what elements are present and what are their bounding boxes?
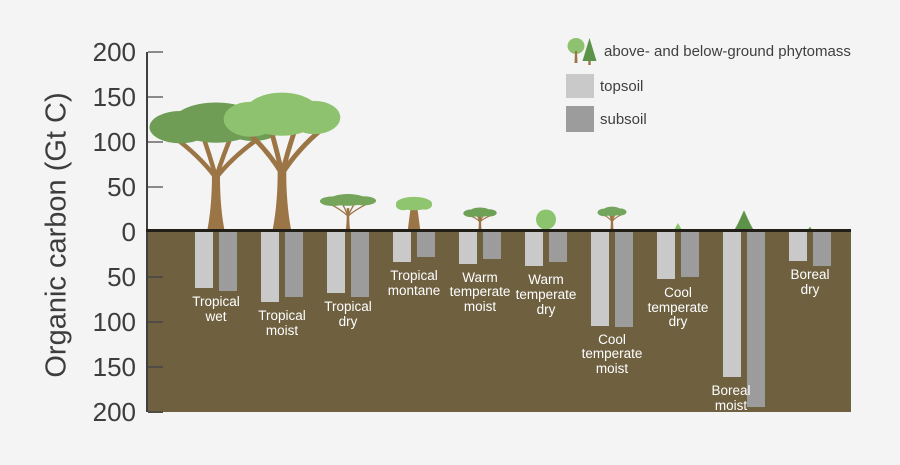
subsoil-bar-boreal-moist — [747, 232, 765, 407]
category-label-tropical-wet: Tropical wet — [192, 293, 240, 324]
tick-label: 150 — [92, 352, 136, 382]
subsoil-bar-boreal-dry — [813, 232, 831, 267]
topsoil-bar-boreal-dry — [789, 232, 807, 261]
y-axis-line — [146, 52, 148, 412]
category-label-boreal-dry: Boreal dry — [790, 266, 830, 297]
category-label-tropical-dry: Tropical dry — [324, 299, 372, 330]
tick-label: 0 — [121, 217, 136, 247]
topsoil-bar-cool-temperate-dry — [657, 232, 675, 279]
tick-label: 100 — [92, 307, 136, 337]
tick-mark — [148, 141, 163, 143]
ground-line — [146, 229, 851, 232]
tree-tropical-dry — [319, 194, 377, 232]
tick-label: 200 — [92, 37, 136, 67]
tick-mark — [148, 51, 163, 53]
tick-mark — [148, 276, 163, 278]
subsoil-swatch — [566, 106, 594, 132]
tick-mark — [148, 186, 163, 188]
subsoil-bar-tropical-montane — [417, 232, 435, 258]
phytomass-trees-icon — [567, 38, 597, 65]
tick-label: 200 — [92, 397, 136, 427]
subsoil-bar-warm-temperate-dry — [549, 232, 567, 262]
topsoil-bar-tropical-dry — [327, 232, 345, 294]
topsoil-swatch — [566, 74, 594, 98]
topsoil-bar-warm-temperate-moist — [459, 232, 477, 264]
tick-mark — [148, 366, 163, 368]
tick-mark — [148, 321, 163, 323]
tick-mark — [148, 411, 163, 413]
tick-label: 50 — [107, 172, 136, 202]
topsoil-bar-tropical-wet — [195, 232, 213, 288]
category-label-boreal-moist: Boreal moist — [711, 382, 751, 413]
subsoil-bar-tropical-wet — [219, 232, 237, 292]
category-label-cool-temperate-dry: Cool temperate dry — [647, 284, 709, 330]
tree-tropical-montane — [396, 196, 432, 232]
topsoil-bar-warm-temperate-dry — [525, 232, 543, 267]
tree-tropical-wet — [149, 102, 283, 232]
tick-label: 100 — [92, 127, 136, 157]
legend-subsoil-label: subsoil — [600, 110, 647, 128]
category-label-tropical-montane: Tropical montane — [387, 267, 441, 298]
category-label-cool-temperate-moist: Cool temperate moist — [581, 331, 643, 377]
subsoil-bar-cool-temperate-moist — [615, 232, 633, 328]
legend-row-phytomass: above- and below-ground phytomass — [566, 36, 851, 66]
topsoil-bar-tropical-montane — [393, 232, 411, 262]
tree-tropical-moist — [223, 92, 341, 232]
subsoil-bar-tropical-moist — [285, 232, 303, 297]
category-label-tropical-moist: Tropical moist — [258, 308, 306, 339]
legend-row-subsoil: subsoil — [566, 106, 851, 132]
category-label-warm-temperate-moist: Warm temperate moist — [449, 269, 511, 315]
subsoil-bar-warm-temperate-moist — [483, 232, 501, 259]
tick-mark — [148, 96, 163, 98]
legend: above- and below-ground phytomass topsoi… — [566, 36, 851, 132]
legend-topsoil-label: topsoil — [600, 77, 644, 95]
subsoil-bar-tropical-dry — [351, 232, 369, 297]
subsoil-bar-cool-temperate-dry — [681, 232, 699, 277]
legend-phytomass-label: above- and below-ground phytomass — [604, 42, 851, 60]
legend-row-topsoil: topsoil — [566, 74, 851, 98]
tick-label: 150 — [92, 82, 136, 112]
category-label-warm-temperate-dry: Warm temperate dry — [515, 272, 577, 317]
topsoil-bar-cool-temperate-moist — [591, 232, 609, 326]
tick-label: 50 — [107, 262, 136, 292]
topsoil-bar-boreal-moist — [723, 232, 741, 377]
topsoil-bar-tropical-moist — [261, 232, 279, 303]
